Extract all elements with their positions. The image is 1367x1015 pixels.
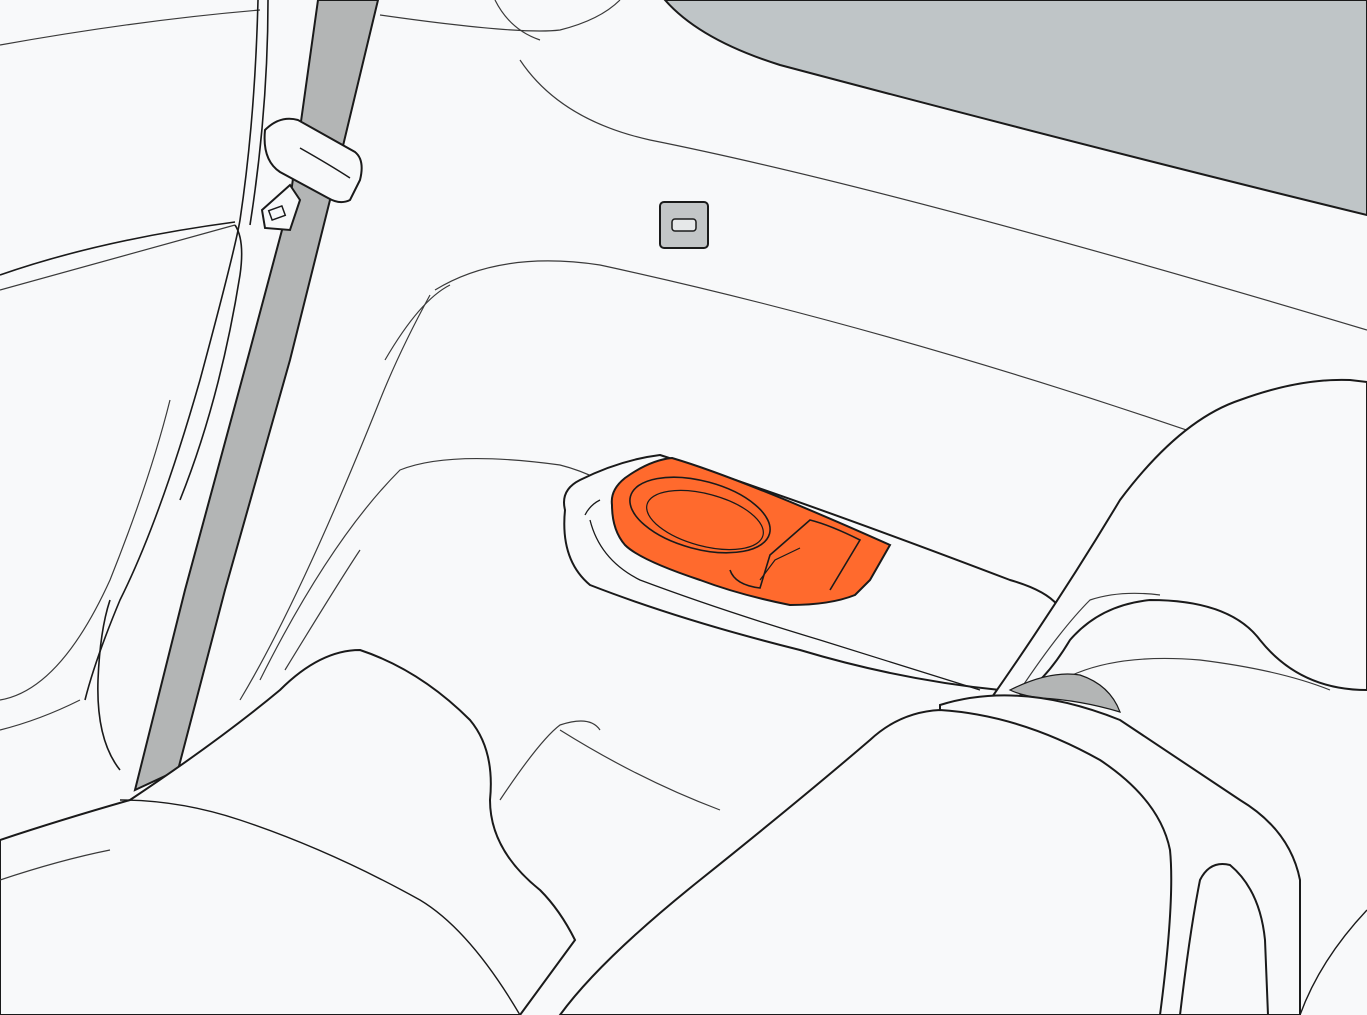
- tether-anchor-icon: [660, 202, 708, 248]
